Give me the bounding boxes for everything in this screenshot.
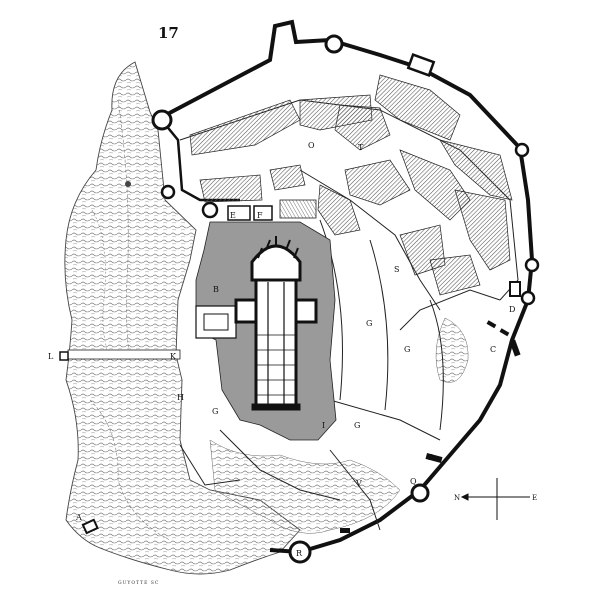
label-D: D [509,305,515,314]
label-H: H [177,393,184,402]
label-G1: G [366,319,372,328]
label-G4: G [354,421,360,430]
label-S: S [394,265,399,274]
tower-nw [151,109,173,131]
tower-e-gate [201,201,219,219]
label-L: L [48,352,54,361]
label-Q: Q [410,477,417,486]
label-I: I [322,421,325,430]
cloister [195,305,237,339]
label-G2: G [404,345,410,354]
label-A: A [75,513,82,522]
label-K: K [170,352,177,361]
label-G3: G [212,407,218,416]
rock-terrain-south [209,317,469,534]
compass-north: N [454,494,460,502]
label-E: E [230,211,236,220]
label-T: T [358,143,364,152]
tower-w [160,184,176,200]
label-B: B [213,285,219,294]
label-C: C [490,345,496,354]
compass-east: E [532,494,537,502]
tower-se [520,290,536,306]
buildings [189,74,513,296]
causeway [59,349,181,535]
outpost-a [81,518,99,535]
engraver-signature: GUYOTTE SC [118,580,159,586]
tower-n [324,34,344,54]
rock-terrain-west [64,61,301,575]
tower-ne [514,142,530,158]
tower-r [288,540,312,564]
compass: N E [454,478,537,520]
label-P: P [428,453,434,462]
outpost-l [59,351,69,361]
plan-labels: O T E F B S D C G G G G H L K I V P Q R … [48,141,515,558]
label-V: V [355,479,362,488]
towers [151,34,540,564]
label-R: R [296,549,303,558]
plate-number: 17 [158,24,179,42]
label-O: O [308,141,315,150]
label-F: F [257,211,263,220]
tower-e [524,257,540,273]
se-works [340,281,521,533]
gate-buildings [227,199,317,221]
tower-square-n [406,53,436,77]
cathedral [234,236,318,411]
tower-s [410,483,430,503]
